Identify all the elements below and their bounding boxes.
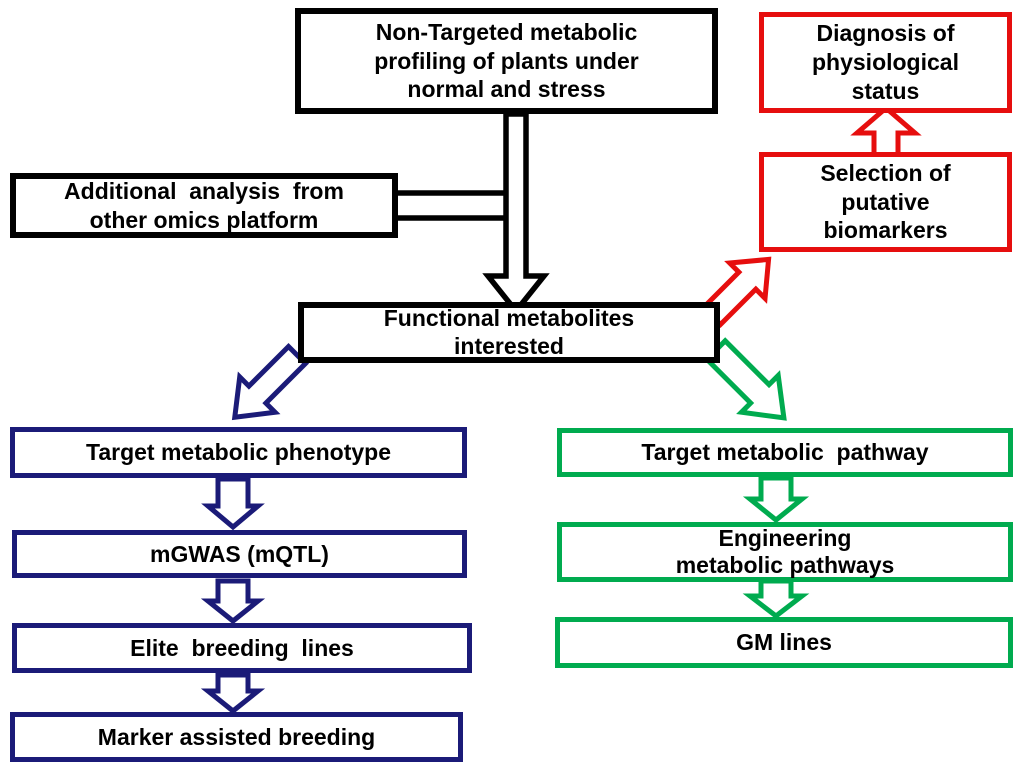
box-selection-putative-biomarkers: Selection of putative biomarkers [759,152,1012,252]
arrow-functional-to-pathway [703,337,787,421]
arrow-elite-to-marker [200,672,266,715]
box-engineering-metabolic-pathways: Engineering metabolic pathways [557,522,1013,582]
box-additional-analysis: Additional analysis from other omics pla… [10,173,398,238]
box-target-metabolic-pathway: Target metabolic pathway [557,428,1013,477]
arrow-selection-to-diagnosis [850,104,922,159]
arrow-profiling-to-functional [482,111,550,316]
box-functional-metabolites: Functional metabolites interested [298,302,720,363]
arrow-engineering-to-gmlines [742,578,810,620]
arrow-pathway-to-engineering [742,475,810,524]
box-target-metabolic-phenotype: Target metabolic phenotype [10,427,467,478]
box-non-targeted-profiling: Non-Targeted metabolic profiling of plan… [295,8,718,114]
box-marker-assisted-breeding: Marker assisted breeding [10,712,463,762]
arrow-functional-to-phenotype [231,342,310,421]
arrow-mgwas-to-elite [200,578,266,625]
box-elite-breeding-lines: Elite breeding lines [12,623,472,673]
box-diagnosis-physiological-status: Diagnosis of physiological status [759,12,1012,113]
box-mgwas-mqtl: mGWAS (mQTL) [12,530,467,578]
arrow-phenotype-to-mgwas [201,476,265,531]
box-gm-lines: GM lines [555,617,1013,668]
